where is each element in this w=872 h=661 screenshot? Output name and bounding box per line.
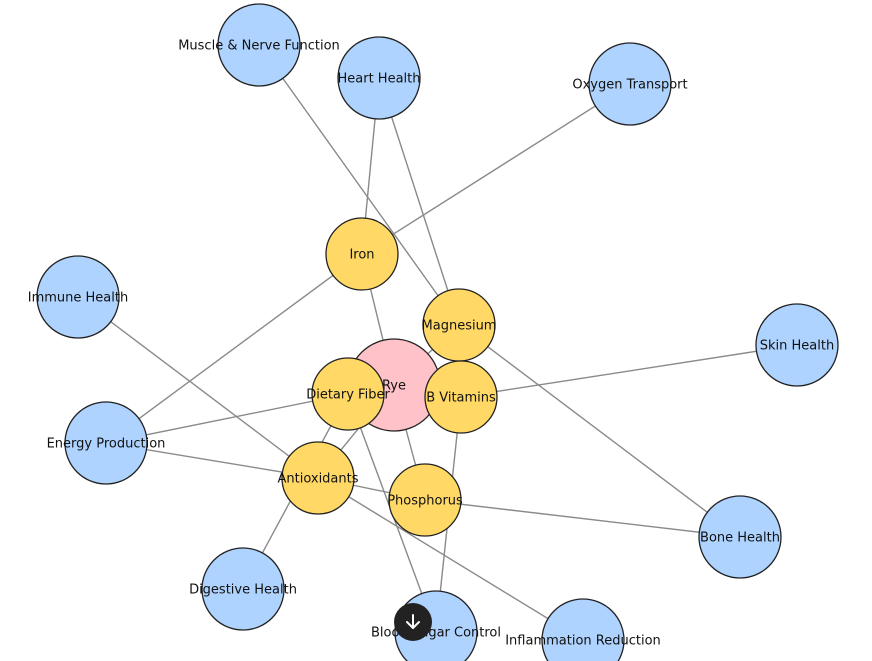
node-label-rye: Rye xyxy=(382,379,406,394)
node-label-magnesium: Magnesium xyxy=(422,319,497,334)
node-circle-muscle-nerve xyxy=(217,3,301,87)
node-circle-iron xyxy=(325,217,399,291)
edge-magnesium-bone-health xyxy=(458,324,741,538)
node-immune-health: Immune Health xyxy=(28,255,128,339)
node-circle-dietary-fiber xyxy=(311,357,385,431)
node-label-b-vitamins: B Vitamins xyxy=(426,391,496,406)
edge-antioxidants-immune-health xyxy=(77,296,319,479)
node-label-heart-health: Heart Health xyxy=(337,72,420,87)
node-label-skin-health: Skin Health xyxy=(760,339,834,354)
node-oxygen-transport: Oxygen Transport xyxy=(572,42,688,126)
node-digestive-health: Digestive Health xyxy=(189,547,297,631)
node-energy-production: Energy Production xyxy=(47,401,166,485)
node-circle-digestive-health xyxy=(201,547,285,631)
node-muscle-nerve: Muscle & Nerve Function xyxy=(178,3,340,87)
scroll-down-button[interactable] xyxy=(394,603,432,641)
node-circle-antioxidants xyxy=(281,441,355,515)
node-circle-immune-health xyxy=(36,255,120,339)
node-inflammation: Inflammation Reduction xyxy=(505,598,661,661)
node-dietary-fiber: Dietary Fiber xyxy=(306,357,390,431)
node-circle-bone-health xyxy=(698,495,782,579)
node-label-oxygen-transport: Oxygen Transport xyxy=(572,78,687,93)
node-label-dietary-fiber: Dietary Fiber xyxy=(306,388,390,403)
node-circle-b-vitamins xyxy=(424,360,498,434)
edge-magnesium-heart-health xyxy=(378,77,460,326)
node-label-inflammation: Inflammation Reduction xyxy=(505,634,661,649)
node-label-muscle-nerve: Muscle & Nerve Function xyxy=(178,39,340,54)
node-heart-health: Heart Health xyxy=(337,36,421,120)
arrow-down-icon xyxy=(406,614,420,629)
node-magnesium: Magnesium xyxy=(422,288,497,362)
node-circle-inflammation xyxy=(541,598,625,661)
edge-antioxidants-inflammation xyxy=(317,477,584,641)
edge-magnesium-muscle-nerve xyxy=(258,44,460,326)
node-label-iron: Iron xyxy=(349,248,374,263)
node-iron: Iron xyxy=(325,217,399,291)
node-skin-health: Skin Health xyxy=(755,303,839,387)
node-label-energy-production: Energy Production xyxy=(47,437,166,452)
node-label-antioxidants: Antioxidants xyxy=(277,472,358,487)
node-circle-skin-health xyxy=(755,303,839,387)
node-circle-heart-health xyxy=(337,36,421,120)
edge-iron-energy-production xyxy=(105,253,363,444)
node-antioxidants: Antioxidants xyxy=(277,441,359,515)
edge-iron-oxygen-transport xyxy=(361,83,631,255)
node-label-blood-sugar: Blood Sugar Control xyxy=(371,626,501,641)
node-blood-sugar: Blood Sugar Control xyxy=(371,590,501,661)
node-label-phosphorus: Phosphorus xyxy=(387,494,463,509)
node-circle-energy-production xyxy=(64,401,148,485)
node-circle-phosphorus xyxy=(388,463,462,537)
node-bone-health: Bone Health xyxy=(698,495,782,579)
node-label-immune-health: Immune Health xyxy=(28,291,128,306)
edge-phosphorus-bone-health xyxy=(424,499,741,538)
node-b-vitamins: B Vitamins xyxy=(424,360,498,434)
node-circle-oxygen-transport xyxy=(588,42,672,126)
edge-b-vitamins-skin-health xyxy=(460,344,798,398)
node-phosphorus: Phosphorus xyxy=(387,463,463,537)
node-label-digestive-health: Digestive Health xyxy=(189,583,297,598)
node-label-bone-health: Bone Health xyxy=(700,531,780,546)
